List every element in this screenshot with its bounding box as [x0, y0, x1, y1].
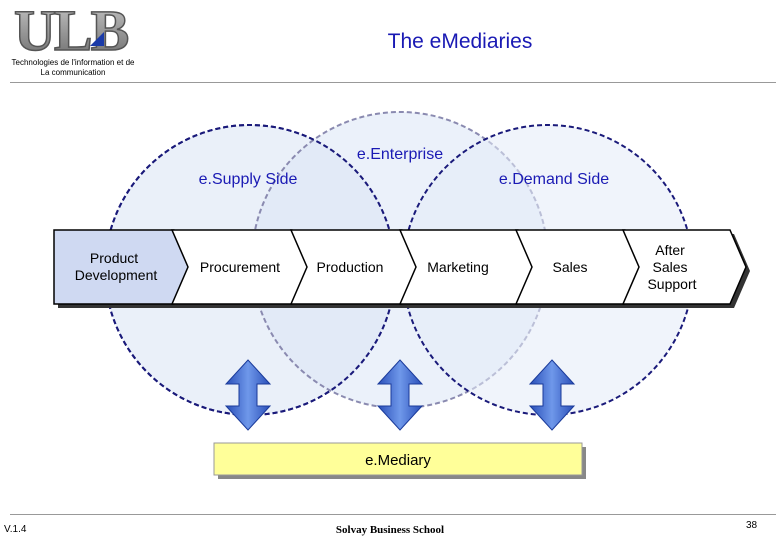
logo-subtitle: Technologies de l'information et de La c…	[8, 58, 138, 78]
chain-step-label: After Sales Support	[647, 242, 696, 292]
chain-step-label: Production	[317, 259, 384, 275]
chain-step-after-sales-shape	[621, 229, 747, 305]
enterprise-label: e.Enterprise	[357, 146, 443, 163]
logo-subtitle-line2: La communication	[40, 68, 106, 77]
chain-step-label: Marketing	[427, 259, 488, 275]
header-divider	[10, 82, 776, 83]
school-name: Solvay Business School	[335, 524, 445, 536]
demand-side-label: e.Demand Side	[499, 171, 609, 188]
mediary-link-arrow-2	[376, 359, 424, 431]
mediary-link-arrow-3	[528, 359, 576, 431]
chain-step-label: Sales	[552, 259, 587, 275]
slide-title: The eMediaries	[387, 30, 533, 53]
chain-step-label: Procurement	[200, 259, 280, 275]
ulb-logo: ULB	[13, 2, 131, 58]
emediary-box: e.Mediary	[213, 442, 586, 479]
chain-step-label: Product Development	[75, 250, 158, 283]
logo-subtitle-line1: Technologies de l'information et de	[11, 58, 135, 67]
page-number: 38	[746, 520, 758, 531]
logo-text: ULB	[14, 2, 129, 58]
version-label: V.1.4	[4, 524, 27, 535]
emediary-label: e.Mediary	[365, 452, 431, 469]
mediary-link-arrow-1	[224, 359, 272, 431]
supply-side-label: e.Supply Side	[199, 171, 298, 188]
footer-divider	[10, 514, 776, 515]
value-chain: Product Development Procurement Producti…	[53, 229, 750, 308]
